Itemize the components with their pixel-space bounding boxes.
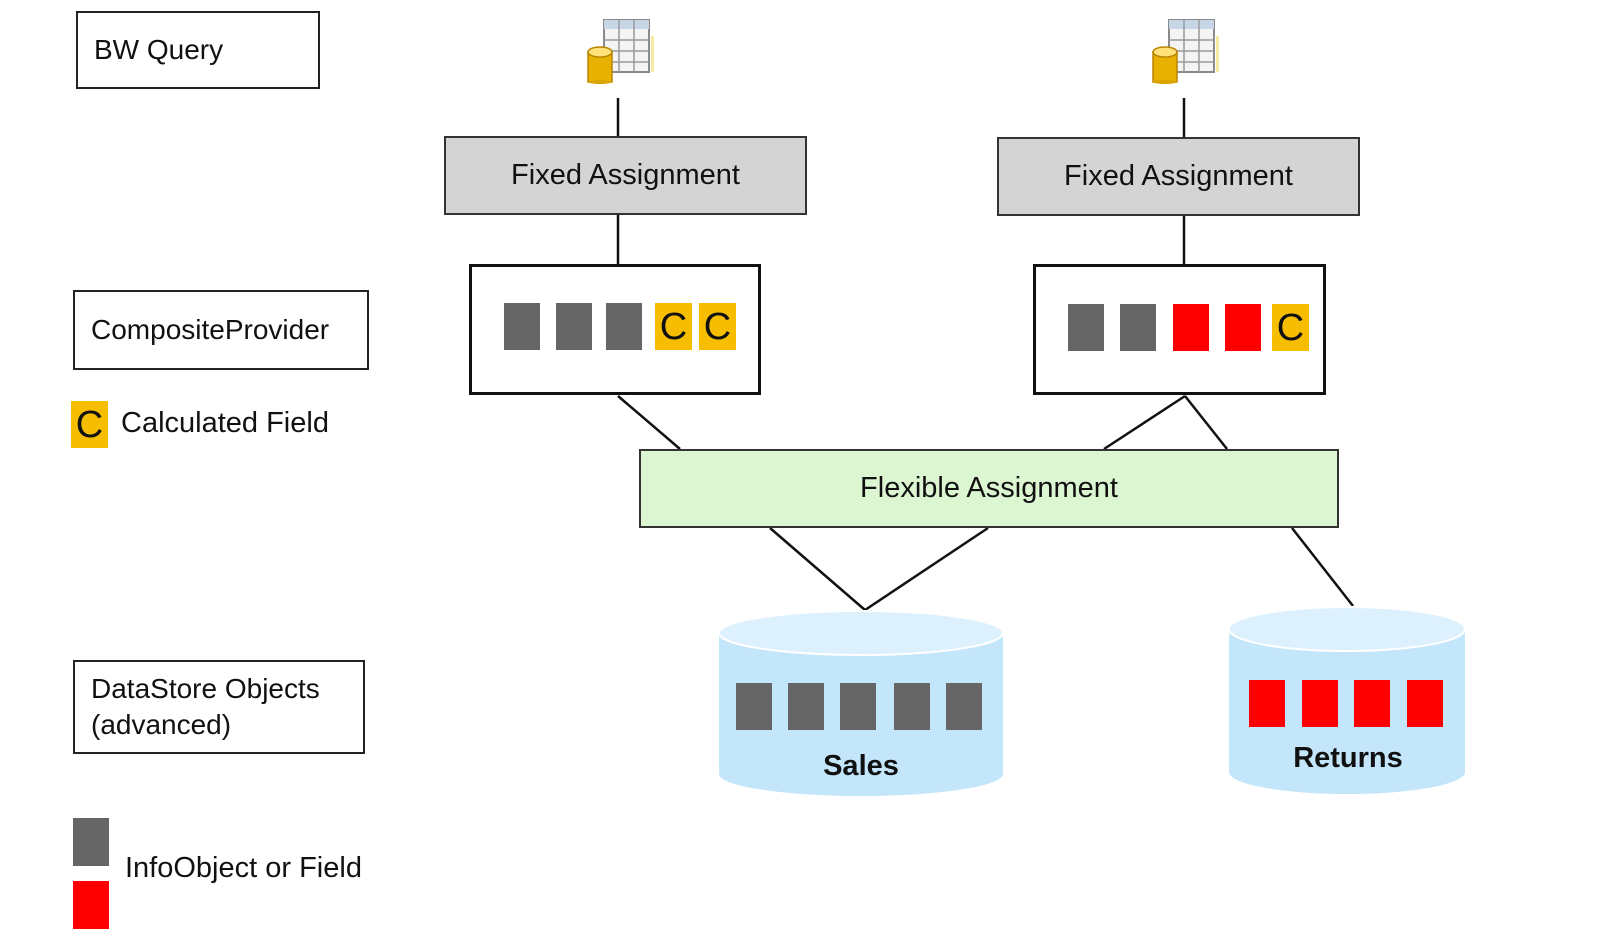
returns-field-3 [1354, 680, 1390, 727]
cp-right-calc-symbol-1: C [1276, 306, 1305, 349]
connector-flex-sales-a [769, 527, 866, 611]
legend-datastore-line1: DataStore Objects [91, 672, 320, 704]
legend-calculated-field-swatch: C [71, 401, 108, 448]
composite-provider-left: C C [469, 264, 761, 395]
connector-cp-right-flex-a [1103, 394, 1186, 451]
cp-right-field-3 [1173, 304, 1209, 351]
cp-right-field-1 [1068, 304, 1104, 351]
flexible-assignment-label: Flexible Assignment [860, 472, 1118, 504]
cp-right-calculated-field-1: C [1272, 304, 1309, 351]
legend-composite-provider: CompositeProvider [73, 290, 369, 370]
datastore-returns-label: Returns [1293, 742, 1403, 774]
query-table-icon [587, 19, 654, 84]
query-table-icon [1152, 19, 1219, 84]
cp-right-field-4 [1225, 304, 1261, 351]
cp-right-field-2 [1120, 304, 1156, 351]
connector-flex-sales-b [864, 526, 989, 612]
returns-field-4 [1407, 680, 1443, 727]
connector-cp-right-flex-b [1184, 395, 1228, 450]
sales-field-4 [894, 683, 930, 730]
connector-flex-returns [1291, 527, 1354, 607]
sales-field-2 [788, 683, 824, 730]
fixed-assignment-right: Fixed Assignment [997, 137, 1360, 216]
connector-cp-left-flex [617, 395, 681, 450]
legend-datastore-line2: (advanced) [91, 709, 232, 740]
legend-infoobject-red-swatch [73, 881, 109, 929]
legend-infoobject-label: InfoObject or Field [125, 852, 362, 884]
returns-field-1 [1249, 680, 1285, 727]
cp-left-field-2 [556, 303, 592, 350]
legend-composite-provider-label: CompositeProvider [91, 314, 330, 345]
datastore-returns: Returns [1228, 606, 1466, 796]
cp-left-field-3 [606, 303, 642, 350]
cp-left-field-1 [504, 303, 540, 350]
cp-left-calc-symbol-2: C [703, 305, 732, 348]
sales-field-5 [946, 683, 982, 730]
legend-calculated-symbol: C [75, 403, 104, 446]
legend-bw-query: BW Query [76, 11, 320, 89]
fixed-assignment-right-label: Fixed Assignment [1064, 160, 1293, 192]
datastore-sales: Sales [718, 610, 1004, 798]
sales-field-3 [840, 683, 876, 730]
cp-left-calculated-field-1: C [655, 303, 692, 350]
fixed-assignment-left: Fixed Assignment [444, 136, 807, 215]
composite-provider-right: C [1033, 264, 1326, 395]
returns-field-2 [1302, 680, 1338, 727]
legend-infoobject-gray-swatch [73, 818, 109, 866]
legend-calculated-field-label: Calculated Field [121, 407, 329, 439]
sales-field-1 [736, 683, 772, 730]
legend-datastore-objects: DataStore Objects (advanced) [73, 660, 365, 754]
datastore-sales-label: Sales [823, 750, 899, 782]
fixed-assignment-left-label: Fixed Assignment [511, 159, 740, 191]
datastore-returns-cylinder [1228, 606, 1466, 794]
flexible-assignment: Flexible Assignment [639, 449, 1339, 528]
legend-bw-query-label: BW Query [94, 34, 224, 65]
cp-left-calculated-field-2: C [699, 303, 736, 350]
cp-left-calc-symbol-1: C [659, 305, 688, 348]
